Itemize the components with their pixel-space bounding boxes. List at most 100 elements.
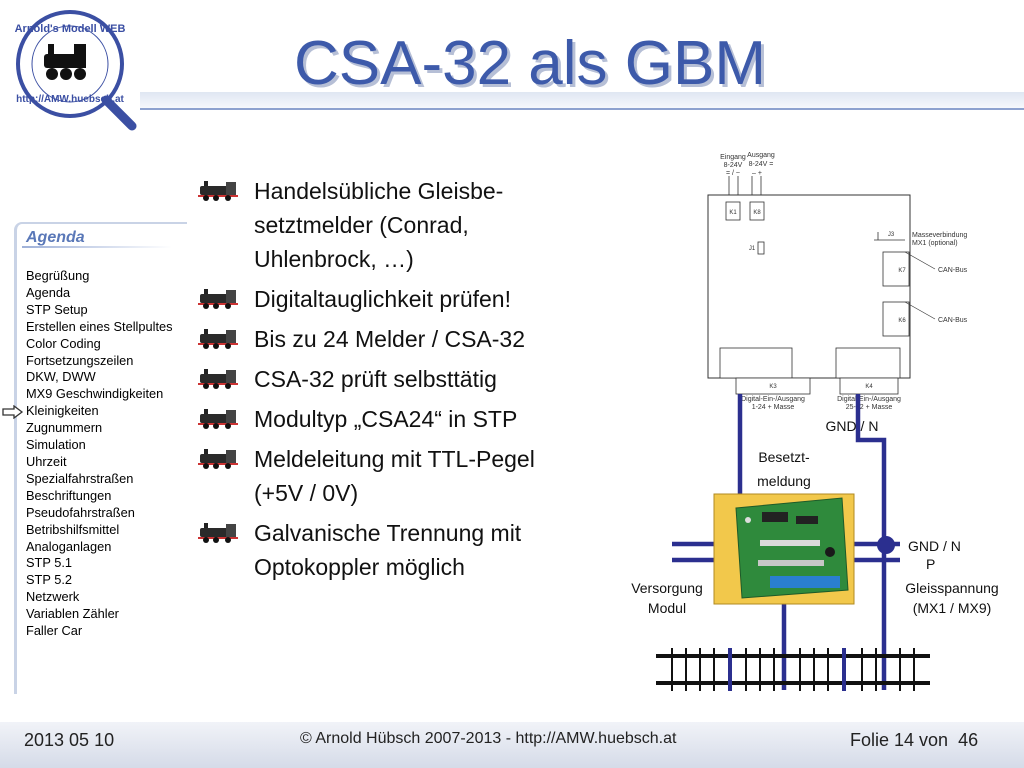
agenda-item-mx9[interactable]: MX9 Geschwindigkeiten	[26, 386, 164, 402]
bullet-text: CSA-32 prüft selbsttätig	[254, 366, 497, 392]
locomotive-bullet-icon	[198, 523, 238, 543]
agenda-heading-underline	[22, 246, 172, 248]
versorgung-label-2: Modul	[648, 600, 686, 616]
locomotive-bullet-icon	[198, 329, 238, 349]
k4-desc-2: 25-32 + Masse	[846, 404, 893, 411]
k3-desc-1: Digital-Ein-/Ausgang	[741, 396, 805, 403]
agenda-item-begruessung[interactable]: Begrüßung	[26, 268, 90, 283]
agenda-item-color-coding[interactable]: Color Coding	[26, 335, 101, 351]
eingang-voltage: 8-24V	[724, 162, 743, 169]
k4-desc-1: Digital-Ein-/Ausgang	[837, 396, 901, 403]
bullet-text: setztmelder (Conrad,	[254, 212, 469, 238]
title-band	[140, 92, 1024, 108]
slide-title: CSA-32 als GBM	[293, 29, 767, 98]
bullet-item: Modultyp „CSA24“ in STP	[196, 402, 616, 436]
bullet-item: Galvanische Trennung mit Optokoppler mög…	[196, 516, 616, 584]
agenda-frame	[14, 222, 187, 694]
k8-label: K8	[753, 210, 761, 216]
bullet-text: (+5V / 0V)	[254, 480, 359, 506]
gnd-n-label: GND / N	[908, 538, 961, 554]
k1-label: K1	[729, 210, 737, 216]
masse-label-2: MX1 (optional)	[912, 240, 958, 247]
amw-logo: Arnold's Modell WEB http://AMW.huebsch.a…	[15, 10, 137, 131]
bullet-text: Galvanische Trennung mit	[254, 520, 522, 546]
agenda-item-beschriftungen[interactable]: Beschriftungen	[26, 487, 112, 503]
current-item-arrow-icon	[2, 405, 24, 419]
agenda-item-agenda[interactable]: Agenda	[26, 284, 71, 300]
ausgang-label: Ausgang	[747, 152, 775, 159]
bullet-text: Uhlenbrock, …)	[254, 246, 414, 272]
junction-dot	[877, 536, 895, 554]
logo-text-top: Arnold's Modell WEB	[15, 23, 126, 35]
bullet-text: Meldeleitung mit TTL-Pegel	[254, 446, 535, 472]
k3-label: K3	[769, 384, 777, 390]
j3-label: J3	[888, 232, 895, 238]
agenda-item-zugnummern[interactable]: Zugnummern	[26, 420, 103, 436]
footer-page-number: Folie 14 von 46	[850, 730, 978, 751]
bullet-text: Modultyp „CSA24“ in STP	[254, 406, 518, 432]
footer-page-total: 46	[958, 730, 979, 750]
agenda-item-faller-car[interactable]: Faller Car	[26, 623, 83, 639]
agenda-item-simulation[interactable]: Simulation	[26, 437, 86, 453]
agenda-item-stp-setup[interactable]: STP Setup	[26, 301, 88, 317]
title-underline	[140, 108, 1024, 110]
agenda-item-netzwerk[interactable]: Netzwerk	[26, 589, 80, 605]
bullet-item: Bis zu 24 Melder / CSA-32	[196, 322, 616, 356]
footer-date: 2013 05 10	[24, 730, 115, 750]
k3-desc-2: 1-24 + Masse	[752, 404, 795, 411]
versorgung-label-1: Versorgung	[631, 580, 703, 596]
bullet-text: Bis zu 24 Melder / CSA-32	[254, 326, 526, 352]
agenda-item-stp52[interactable]: STP 5.2	[26, 572, 73, 588]
p-label: P	[926, 556, 935, 572]
besetztmelder-module	[713, 493, 855, 605]
bullet-item: Digitaltauglichkeit prüfen!	[196, 282, 616, 316]
ausgang-voltage: 8-24V =	[749, 161, 774, 168]
bullet-text: Optokoppler möglich	[254, 554, 465, 580]
track	[656, 648, 930, 691]
locomotive-icon	[44, 44, 86, 80]
wires	[672, 394, 900, 690]
agenda-list: Begrüßung Agenda STP Setup Erstellen ein…	[26, 268, 173, 640]
besetzt-label-2: meldung	[757, 473, 811, 489]
canbus-label-2: CAN-Bus	[938, 317, 968, 324]
bullet-item: Handelsübliche Gleisbe- setztmelder (Con…	[196, 174, 616, 276]
bullet-text: Digitaltauglichkeit prüfen!	[254, 286, 511, 312]
footer-folie-label: Folie 14 von	[850, 730, 949, 750]
footer-copyright: © Arnold Hübsch 2007-2013 - http://AMW.h…	[300, 730, 677, 747]
locomotive-bullet-icon	[198, 289, 238, 309]
ausgang-pins: – +	[752, 170, 762, 177]
logo-text-bottom: http://AMW.huebsch.at	[16, 94, 124, 105]
agenda-item-pseudofahrstrassen[interactable]: Pseudofahrstraßen	[26, 504, 135, 520]
eingang-label: Eingang	[720, 154, 746, 161]
besetzt-label-1: Besetzt-	[758, 449, 810, 465]
agenda-item-betribshilfsmittel[interactable]: Betribshilfsmittel	[26, 521, 120, 537]
agenda-item-variablen-zaehler[interactable]: Variablen Zähler	[26, 606, 119, 622]
agenda-item-spezialfahrstrassen[interactable]: Spezialfahrstraßen	[26, 470, 134, 486]
wiring-diagram: Eingang 8-24V = / ~ Ausgang 8-24V = – + …	[631, 152, 999, 691]
footer-bar	[0, 722, 1024, 768]
locomotive-bullet-icon	[198, 181, 238, 201]
gleisspannung-label-2: (MX1 / MX9)	[913, 600, 992, 616]
masse-label-1: Masseverbindung	[912, 232, 967, 239]
agenda-item-dkw-dww[interactable]: DKW, DWW	[26, 369, 96, 385]
agenda-heading: Agenda	[26, 229, 85, 246]
gleisspannung-label-1: Gleisspannung	[905, 580, 998, 596]
agenda-item-analoganlagen[interactable]: Analoganlagen	[26, 538, 112, 554]
agenda-item-uhrzeit[interactable]: Uhrzeit	[26, 453, 67, 469]
k7-label: K7	[898, 268, 906, 274]
locomotive-bullet-icon	[198, 369, 238, 389]
gnd-n-top-label: GND / N	[826, 418, 879, 434]
bullet-item: Meldeleitung mit TTL-Pegel (+5V / 0V)	[196, 442, 616, 510]
agenda-item-kleinigkeiten[interactable]: Kleinigkeiten	[26, 403, 99, 419]
locomotive-bullet-icon	[198, 449, 238, 469]
eingang-pins: = / ~	[726, 170, 740, 177]
csa32-board	[707, 176, 936, 395]
agenda-item-fortsetzungszeilen[interactable]: Fortsetzungszeilen	[26, 352, 134, 368]
k6-label: K6	[898, 318, 906, 324]
bullet-text: Handelsübliche Gleisbe-	[254, 178, 504, 204]
bullet-item: CSA-32 prüft selbsttätig	[196, 362, 616, 396]
agenda-item-stp51[interactable]: STP 5.1	[26, 555, 73, 571]
canbus-label-1: CAN-Bus	[938, 267, 968, 274]
k4-label: K4	[865, 384, 873, 390]
agenda-item-stellpult[interactable]: Erstellen eines Stellpultes	[26, 318, 173, 334]
